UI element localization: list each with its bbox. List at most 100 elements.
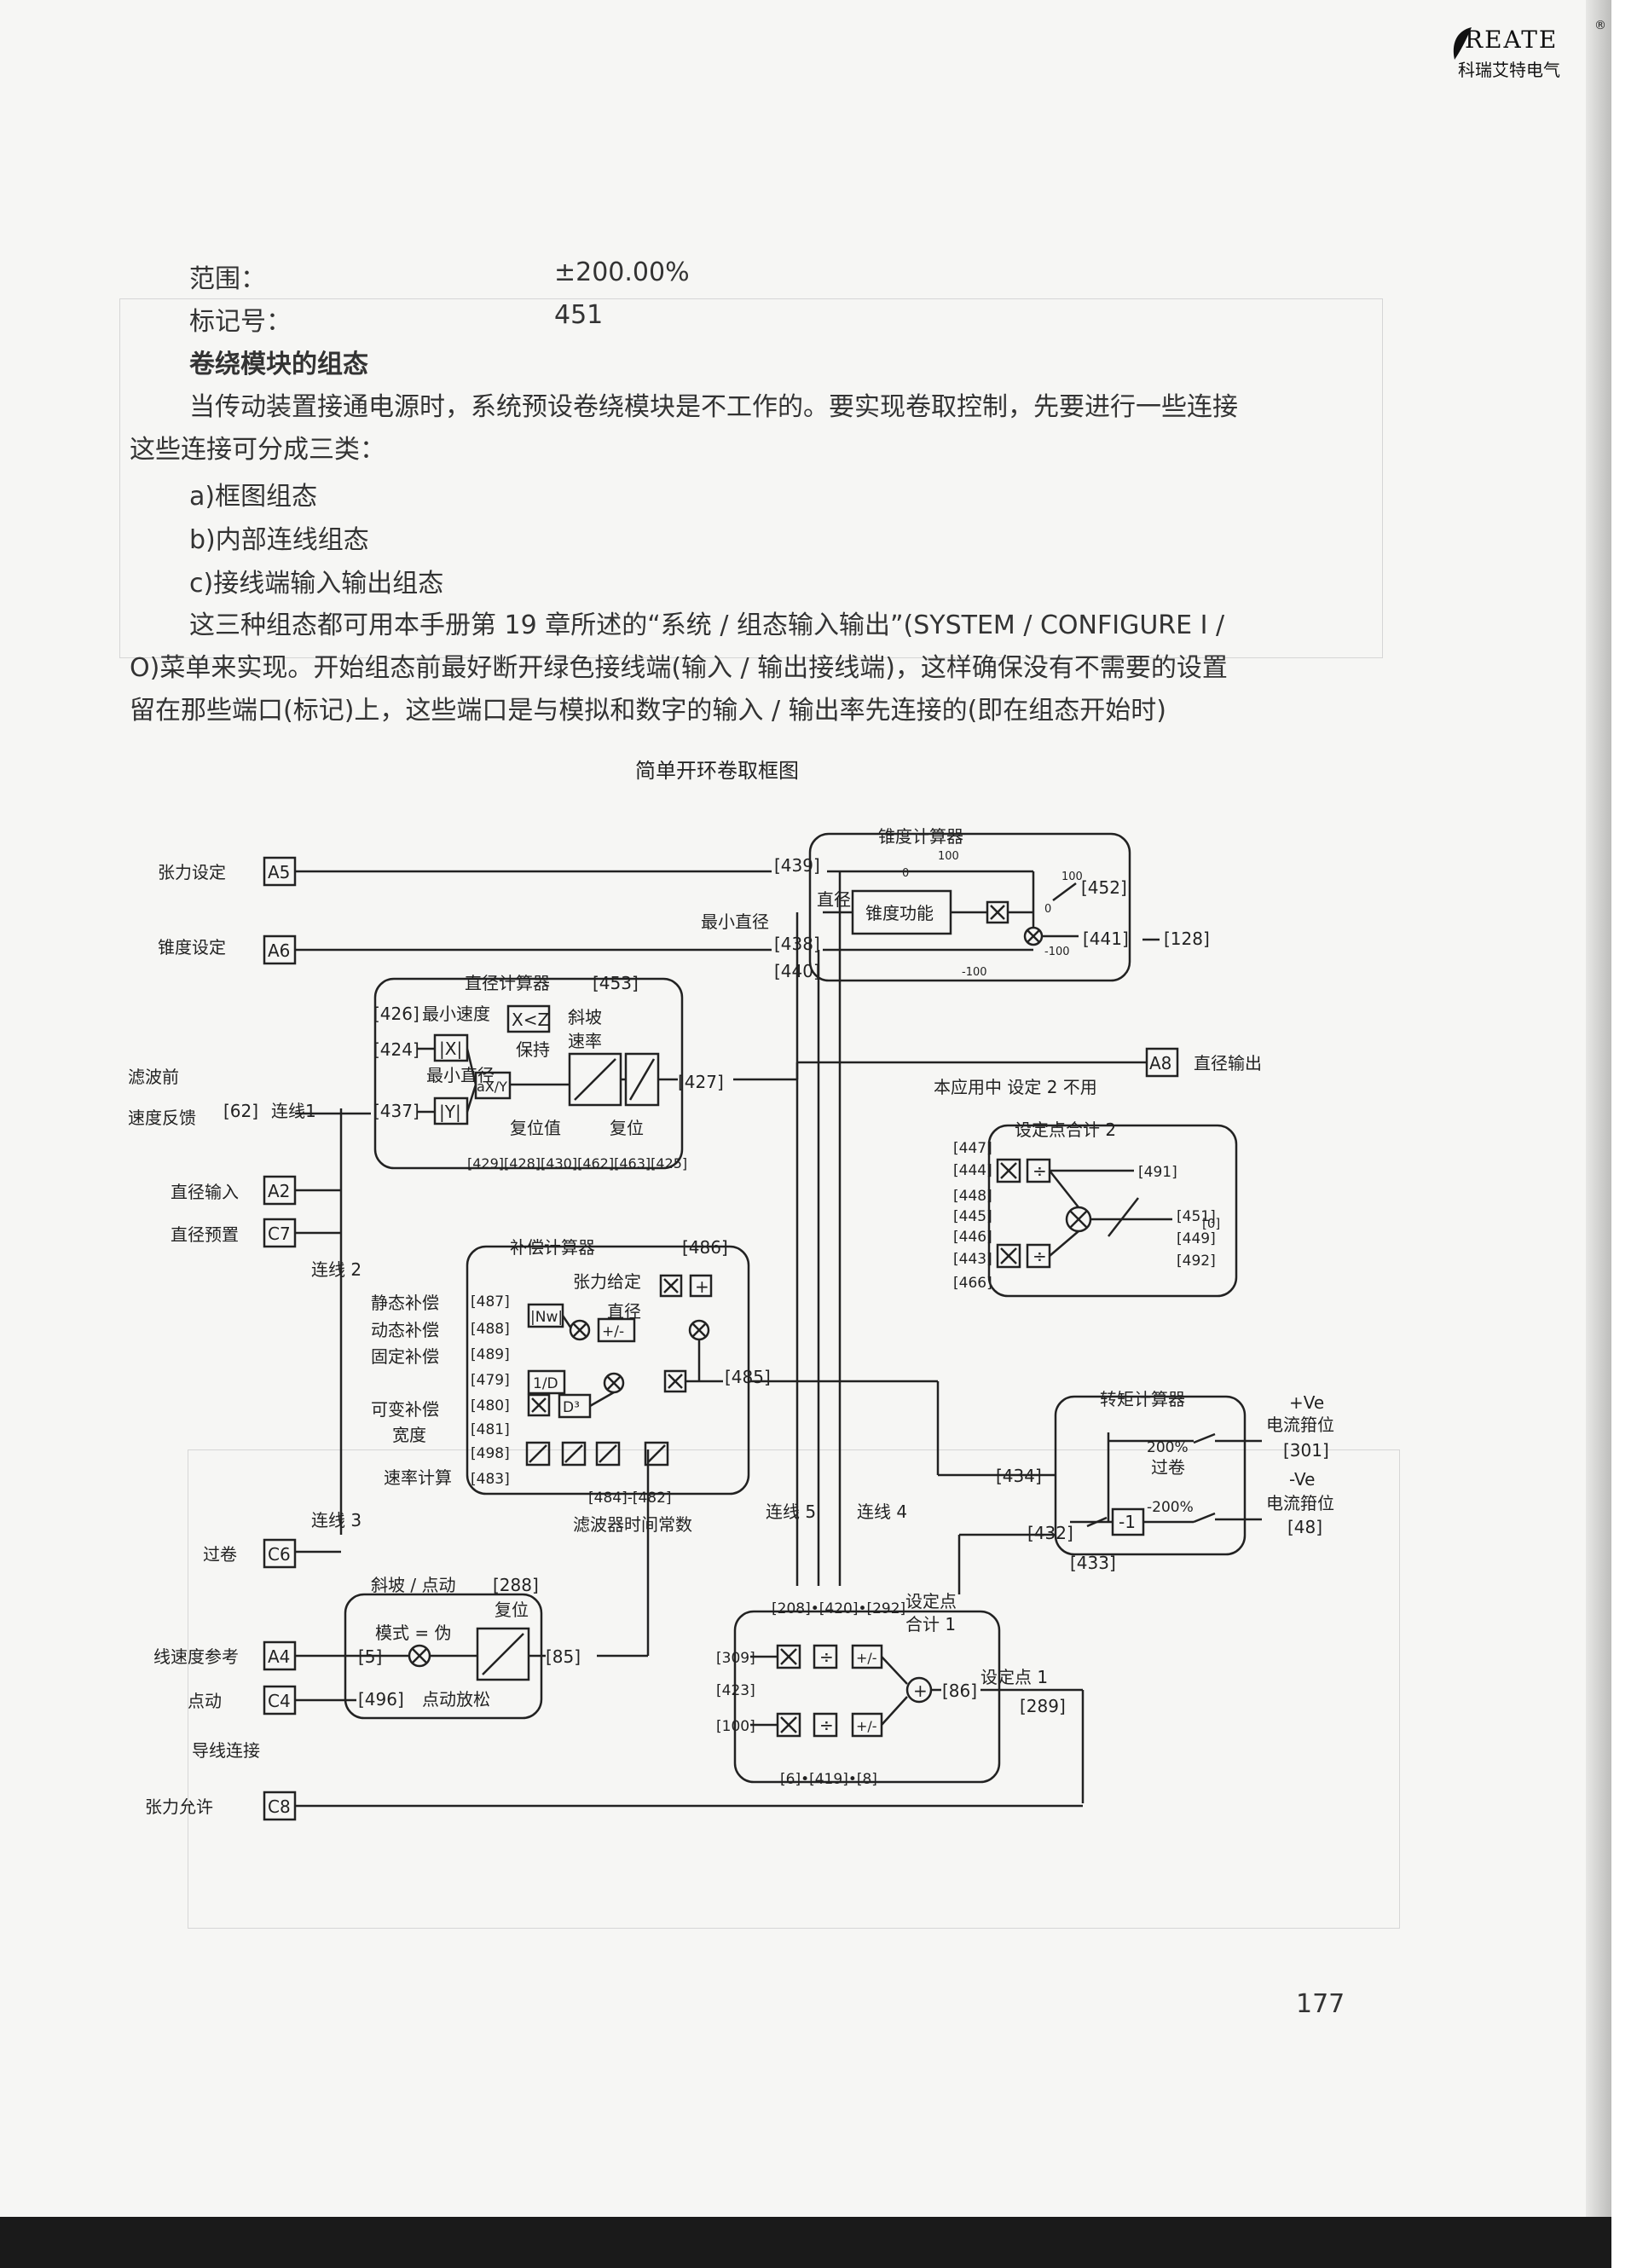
svg-text:[427]: [427] [678, 1072, 724, 1092]
svg-text:最小直径: 最小直径 [701, 911, 769, 932]
svg-text:[485]: [485] [725, 1367, 771, 1387]
terminal-A2: A2 [263, 1175, 297, 1206]
page-number: 177 [1296, 1989, 1345, 2019]
svg-text:宽度: 宽度 [392, 1425, 426, 1445]
svg-text:-100: -100 [1044, 946, 1070, 958]
terminal-C8: C8 [263, 1791, 297, 1821]
svg-text:[128]: [128] [1164, 929, 1210, 949]
svg-text:A6: A6 [268, 940, 290, 961]
svg-text:直径: 直径 [817, 889, 851, 910]
svg-text:[289]: [289] [1020, 1696, 1066, 1716]
svg-text:[309]: [309] [716, 1650, 755, 1667]
svg-text:[439]: [439] [774, 855, 820, 876]
paragraph-1-line-1: 当传动装置接通电源时，系统预设卷绕模块是不工作的。要实现卷取控制，先要进行一些连… [189, 392, 1238, 422]
svg-text:1/D: 1/D [533, 1375, 558, 1392]
svg-text:0: 0 [1044, 903, 1051, 916]
setpoint2-note: 本应用中 设定 2 不用 [934, 1077, 1097, 1097]
scanned-page [0, 0, 1611, 2234]
svg-text:[484]-[482]: [484]-[482] [588, 1490, 672, 1507]
svg-text:复位值: 复位值 [510, 1118, 561, 1138]
svg-text:斜坡: 斜坡 [568, 1007, 602, 1027]
svg-text:速率计算: 速率计算 [384, 1467, 452, 1488]
paragraph-2-line-1: 这三种组态都可用本手册第 19 章所述的“系统 / 组态输入输出”(SYSTEM… [189, 610, 1225, 640]
logo-word: REATE [1465, 26, 1559, 54]
svg-text:张力给定: 张力给定 [573, 1271, 641, 1292]
label-filter-speed-1: 滤波前 [128, 1067, 179, 1087]
label-link-5: 连线 5 [766, 1501, 816, 1522]
svg-text:[6]•[419]•[8]: [6]•[419]•[8] [780, 1771, 877, 1788]
terminal-A5: A5 [263, 856, 297, 887]
svg-text:点动放松: 点动放松 [422, 1689, 490, 1710]
label-dia-input: 直径输入 [171, 1182, 239, 1202]
label-dia-output: 直径输出 [1194, 1053, 1262, 1073]
setpoint1-title-1: 设定点 [905, 1591, 957, 1611]
svg-text:[301]: [301] [1283, 1440, 1329, 1461]
svg-text:动态补偿: 动态补偿 [371, 1320, 439, 1340]
svg-text:[452]: [452] [1081, 877, 1127, 898]
section-heading: 卷绕模块的组态 [189, 350, 368, 379]
brand-logo: REATE ® 科瑞艾特电气 [1449, 19, 1606, 80]
svg-text:[433]: [433] [1070, 1553, 1116, 1573]
tag-value: 451 [554, 300, 604, 330]
taper-function-box: 锥度功能 [865, 903, 934, 923]
svg-text:-1: -1 [1119, 1512, 1136, 1532]
svg-text:[451]: [451] [1177, 1208, 1216, 1225]
terminal-A6: A6 [263, 934, 297, 965]
torque-calculator-block: 转矩计算器 +Ve 电流箝位 [301] -Ve 电流箝位 [48] 200% … [996, 1389, 1334, 1573]
svg-text:100: 100 [1061, 871, 1083, 883]
svg-text:最小直径: 最小直径 [426, 1065, 495, 1085]
svg-text:C7: C7 [268, 1224, 291, 1244]
svg-text:|Y|: |Y| [439, 1102, 461, 1122]
svg-text:÷: ÷ [1033, 1246, 1047, 1266]
svg-text:[498]: [498] [471, 1445, 510, 1462]
svg-text:C6: C6 [268, 1544, 291, 1565]
svg-text:[491]: [491] [1138, 1164, 1177, 1181]
svg-text:C4: C4 [268, 1691, 291, 1711]
svg-text:[86]: [86] [942, 1681, 977, 1701]
label-line-speed-ref: 线速度参考 [153, 1646, 239, 1667]
svg-text:[480]: [480] [471, 1397, 510, 1415]
svg-text:-Ve: -Ve [1289, 1469, 1315, 1490]
terminal-C7: C7 [263, 1218, 297, 1248]
svg-text:0: 0 [902, 867, 909, 880]
svg-text:[453]: [453] [593, 973, 639, 993]
dia-calc-bottom-tags: [429][428][430][462][463][425] [467, 1155, 687, 1172]
svg-text:-200%: -200% [1147, 1499, 1194, 1516]
svg-text:固定补偿: 固定补偿 [371, 1346, 439, 1367]
list-item-b: b)内部连线组态 [189, 525, 369, 555]
scan-border [0, 2217, 1611, 2268]
taper-calc-title: 锥度计算器 [878, 826, 963, 847]
svg-text:C8: C8 [268, 1796, 291, 1817]
svg-text:[444]: [444] [953, 1162, 992, 1179]
svg-text:D³: D³ [563, 1399, 580, 1416]
svg-text:设定点 1: 设定点 1 [980, 1667, 1048, 1687]
setpoint1-title-2: 合计 1 [905, 1614, 956, 1634]
setpoint-sum-1-block: 设定点 合计 1 [208]•[420]•[292] [309] [423] [… [295, 1591, 1085, 1808]
svg-text:[443]: [443] [953, 1251, 992, 1268]
label-guide-connect: 导线连接 [192, 1740, 260, 1761]
diagram-title: 简单开环卷取框图 [635, 759, 799, 783]
terminal-C6: C6 [263, 1538, 297, 1569]
label-link-4: 连线 4 [857, 1501, 907, 1522]
svg-text:[208]•[420]•[292]: [208]•[420]•[292] [772, 1600, 905, 1617]
torque-calc-title: 转矩计算器 [1100, 1389, 1185, 1409]
svg-text:[437]: [437] [373, 1101, 419, 1121]
range-value: ±200.00% [554, 257, 690, 287]
svg-text:复位: 复位 [495, 1600, 529, 1620]
paragraph-2-line-3: 留在那些端口(标记)上，这些端口是与模拟和数字的输入 / 输出率先连接的(即在组… [130, 696, 1166, 726]
svg-text:过卷: 过卷 [1151, 1457, 1185, 1478]
dia-calc-title: 直径计算器 [465, 973, 550, 993]
compensation-calculator-block: 补偿计算器 [486] 张力给定 直径 静态补偿 动态补偿 固定补偿 可变补偿 … [371, 1237, 771, 1535]
svg-text:静态补偿: 静态补偿 [371, 1293, 439, 1313]
svg-text:+/-: +/- [856, 1718, 877, 1734]
ramp-jog-title: 斜坡 / 点动 [371, 1575, 455, 1595]
label-link-3: 连线 3 [311, 1510, 362, 1530]
setpoint2-title: 设定点合计 2 [1015, 1120, 1116, 1140]
svg-text:电流箝位: 电流箝位 [1266, 1493, 1334, 1513]
leaf-icon [1453, 27, 1472, 60]
bleed-through-table-2 [188, 1449, 1400, 1929]
svg-text:÷: ÷ [819, 1715, 834, 1735]
svg-text:[445]: [445] [953, 1208, 992, 1225]
svg-text:+/-: +/- [602, 1323, 624, 1340]
svg-text:÷: ÷ [1033, 1160, 1047, 1181]
